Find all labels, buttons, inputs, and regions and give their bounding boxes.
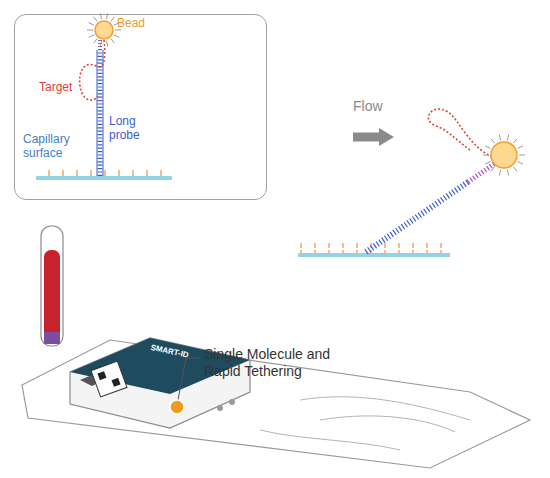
- callout-label: Single Molecule and Rapid Tethering: [204, 346, 369, 380]
- device-illustration: [22, 226, 530, 468]
- part-label: Target: [39, 81, 95, 95]
- part-label: Long probe: [109, 115, 153, 143]
- flow-label: Flow: [353, 98, 413, 115]
- part-label: Bead: [117, 17, 177, 31]
- part-label: Capillary surface: [23, 133, 93, 161]
- flow-arrow: [353, 128, 394, 146]
- inset-box: BeadTargetLong probeCapillary surface: [14, 14, 267, 200]
- tethered-probe: [298, 109, 525, 257]
